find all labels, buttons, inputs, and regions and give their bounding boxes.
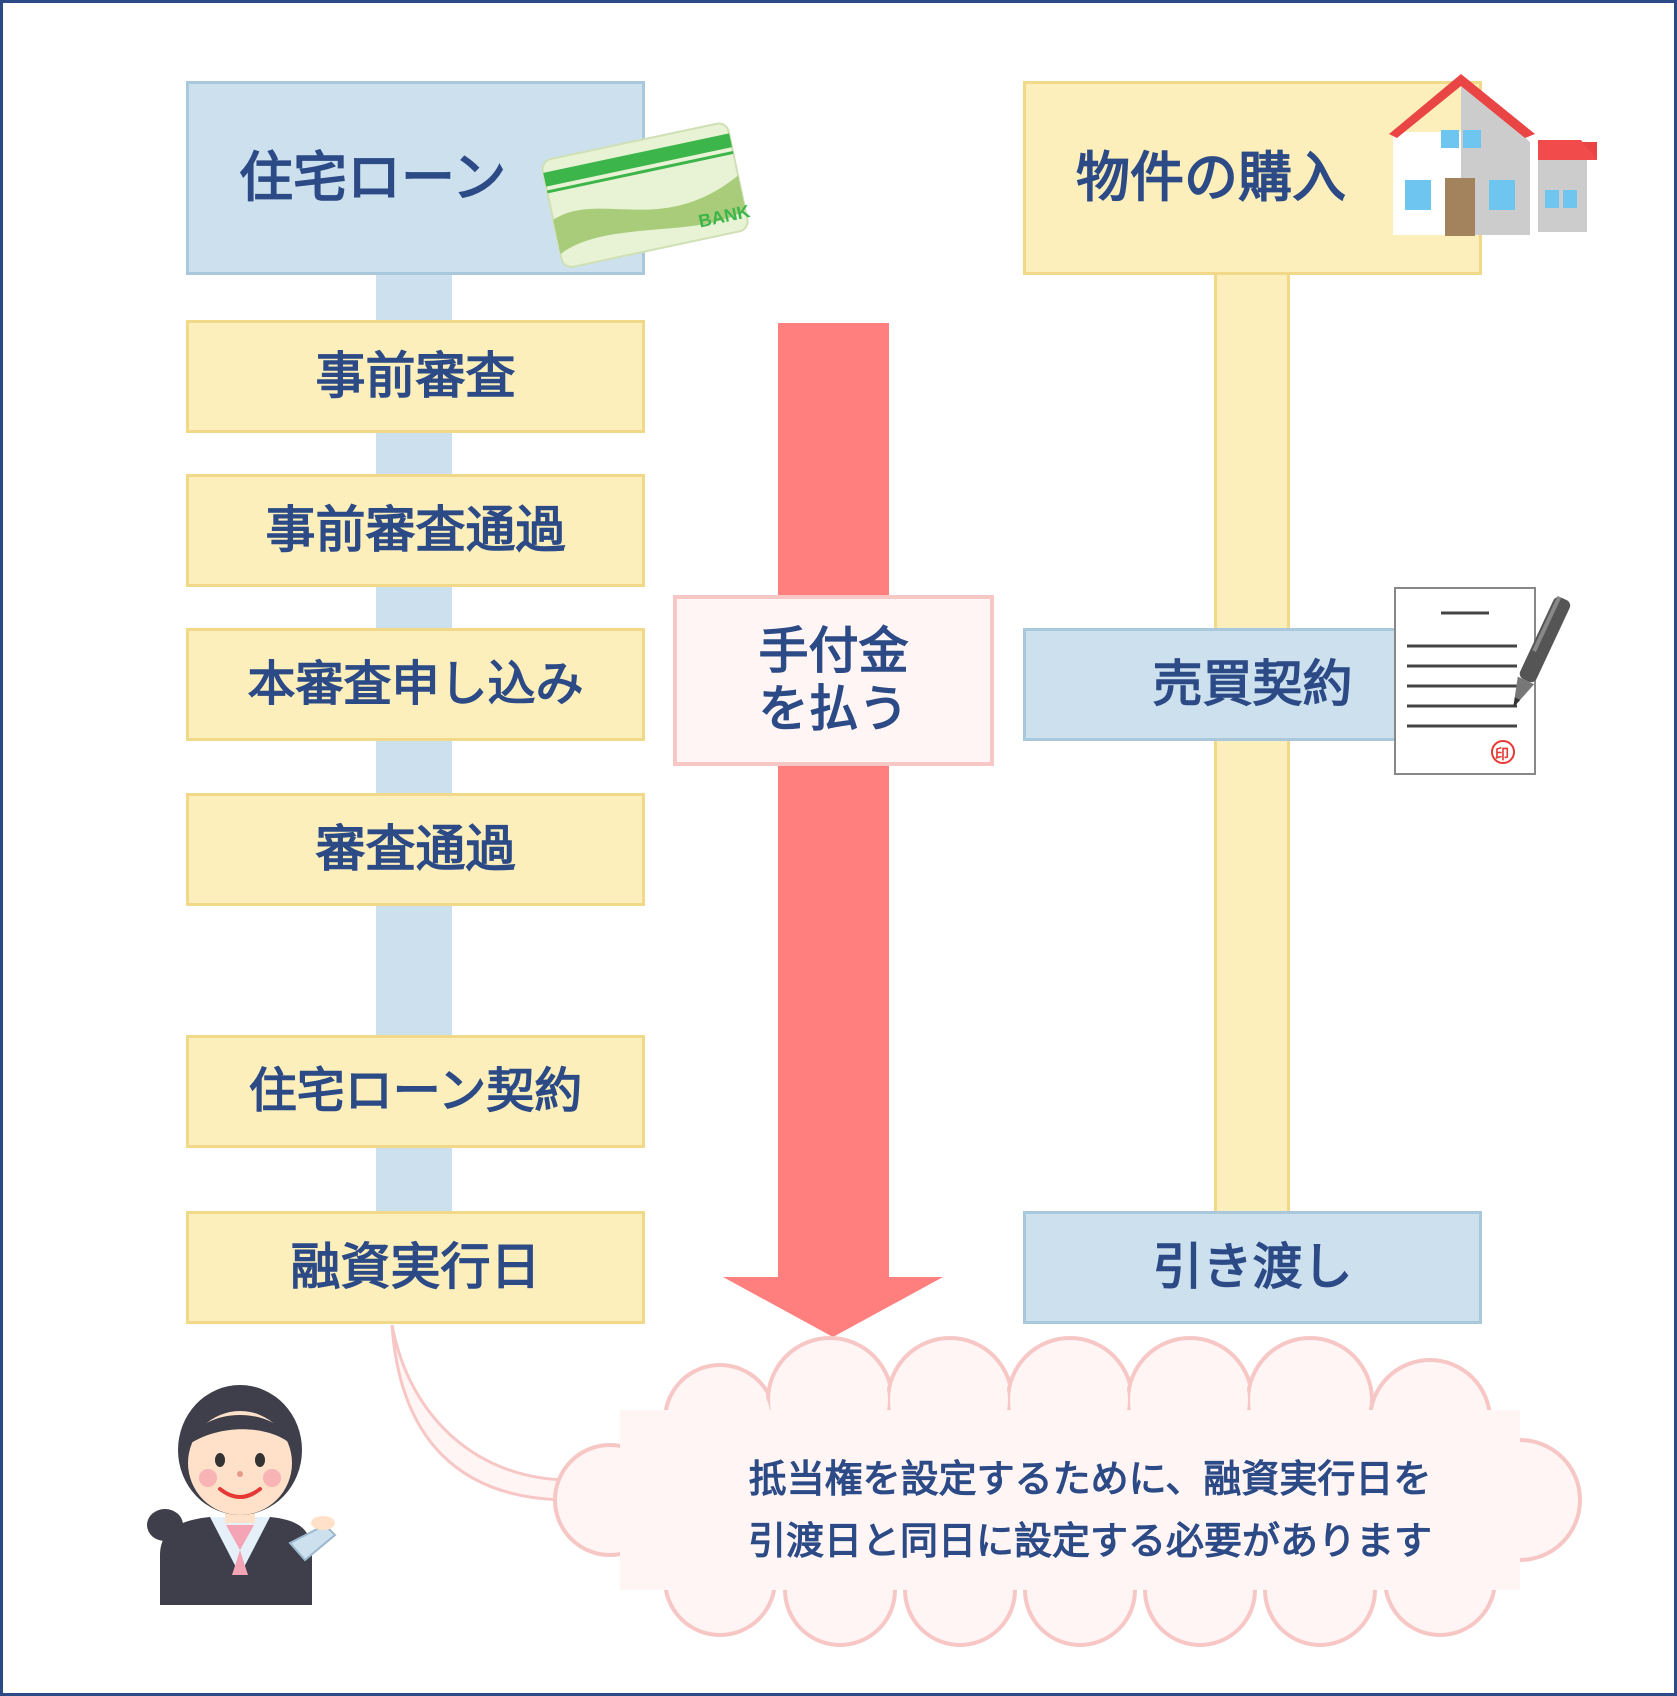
step-main-screening-application: 本審査申し込み — [186, 628, 645, 741]
step-label: 本審査申し込み — [247, 655, 584, 712]
step-label: 事前審査 — [315, 346, 516, 405]
pen-icon — [1513, 595, 1571, 708]
step-loan-contract: 住宅ローン契約 — [186, 1035, 645, 1148]
left-header-label: 住宅ローン — [239, 145, 507, 209]
step-label: 事前審査通過 — [265, 500, 566, 559]
bubble-tail — [390, 1324, 572, 1502]
house-icon — [1389, 74, 1597, 236]
speech-bubble-text: 抵当権を設定するために、融資実行日を 引渡日と同日に設定する必要があります — [640, 1448, 1540, 1572]
contract-document-icon: 印 — [1394, 587, 1536, 775]
right-header-label: 物件の購入 — [1076, 145, 1346, 209]
right-timeline-bar — [1214, 270, 1290, 1215]
payment-box: 手付金 を払う — [673, 595, 994, 766]
step-prescreening-passed: 事前審査通過 — [186, 474, 645, 587]
arrow-shape — [723, 323, 943, 1337]
bubble-line2: 引渡日と同日に設定する必要があります — [747, 1519, 1432, 1563]
bank-card-icon: BANK — [541, 122, 752, 268]
step-label: 引き渡し — [1152, 1237, 1353, 1296]
step-handover: 引き渡し — [1023, 1211, 1482, 1324]
seal-text: 印 — [1495, 746, 1509, 763]
step-label: 住宅ローン契約 — [248, 1062, 583, 1119]
advisor-woman-icon — [147, 1385, 337, 1605]
step-prescreening: 事前審査 — [186, 320, 645, 433]
payment-label-line1: 手付金 — [758, 622, 909, 680]
step-loan-execution-date: 融資実行日 — [186, 1211, 645, 1324]
step-label: 売買契約 — [1152, 654, 1353, 713]
step-label: 審査通過 — [315, 819, 516, 878]
payment-label-line2: を払う — [758, 679, 909, 738]
step-screening-passed: 審査通過 — [186, 793, 645, 906]
bubble-line1: 抵当権を設定するために、融資実行日を — [748, 1457, 1432, 1501]
step-label: 融資実行日 — [290, 1237, 541, 1296]
